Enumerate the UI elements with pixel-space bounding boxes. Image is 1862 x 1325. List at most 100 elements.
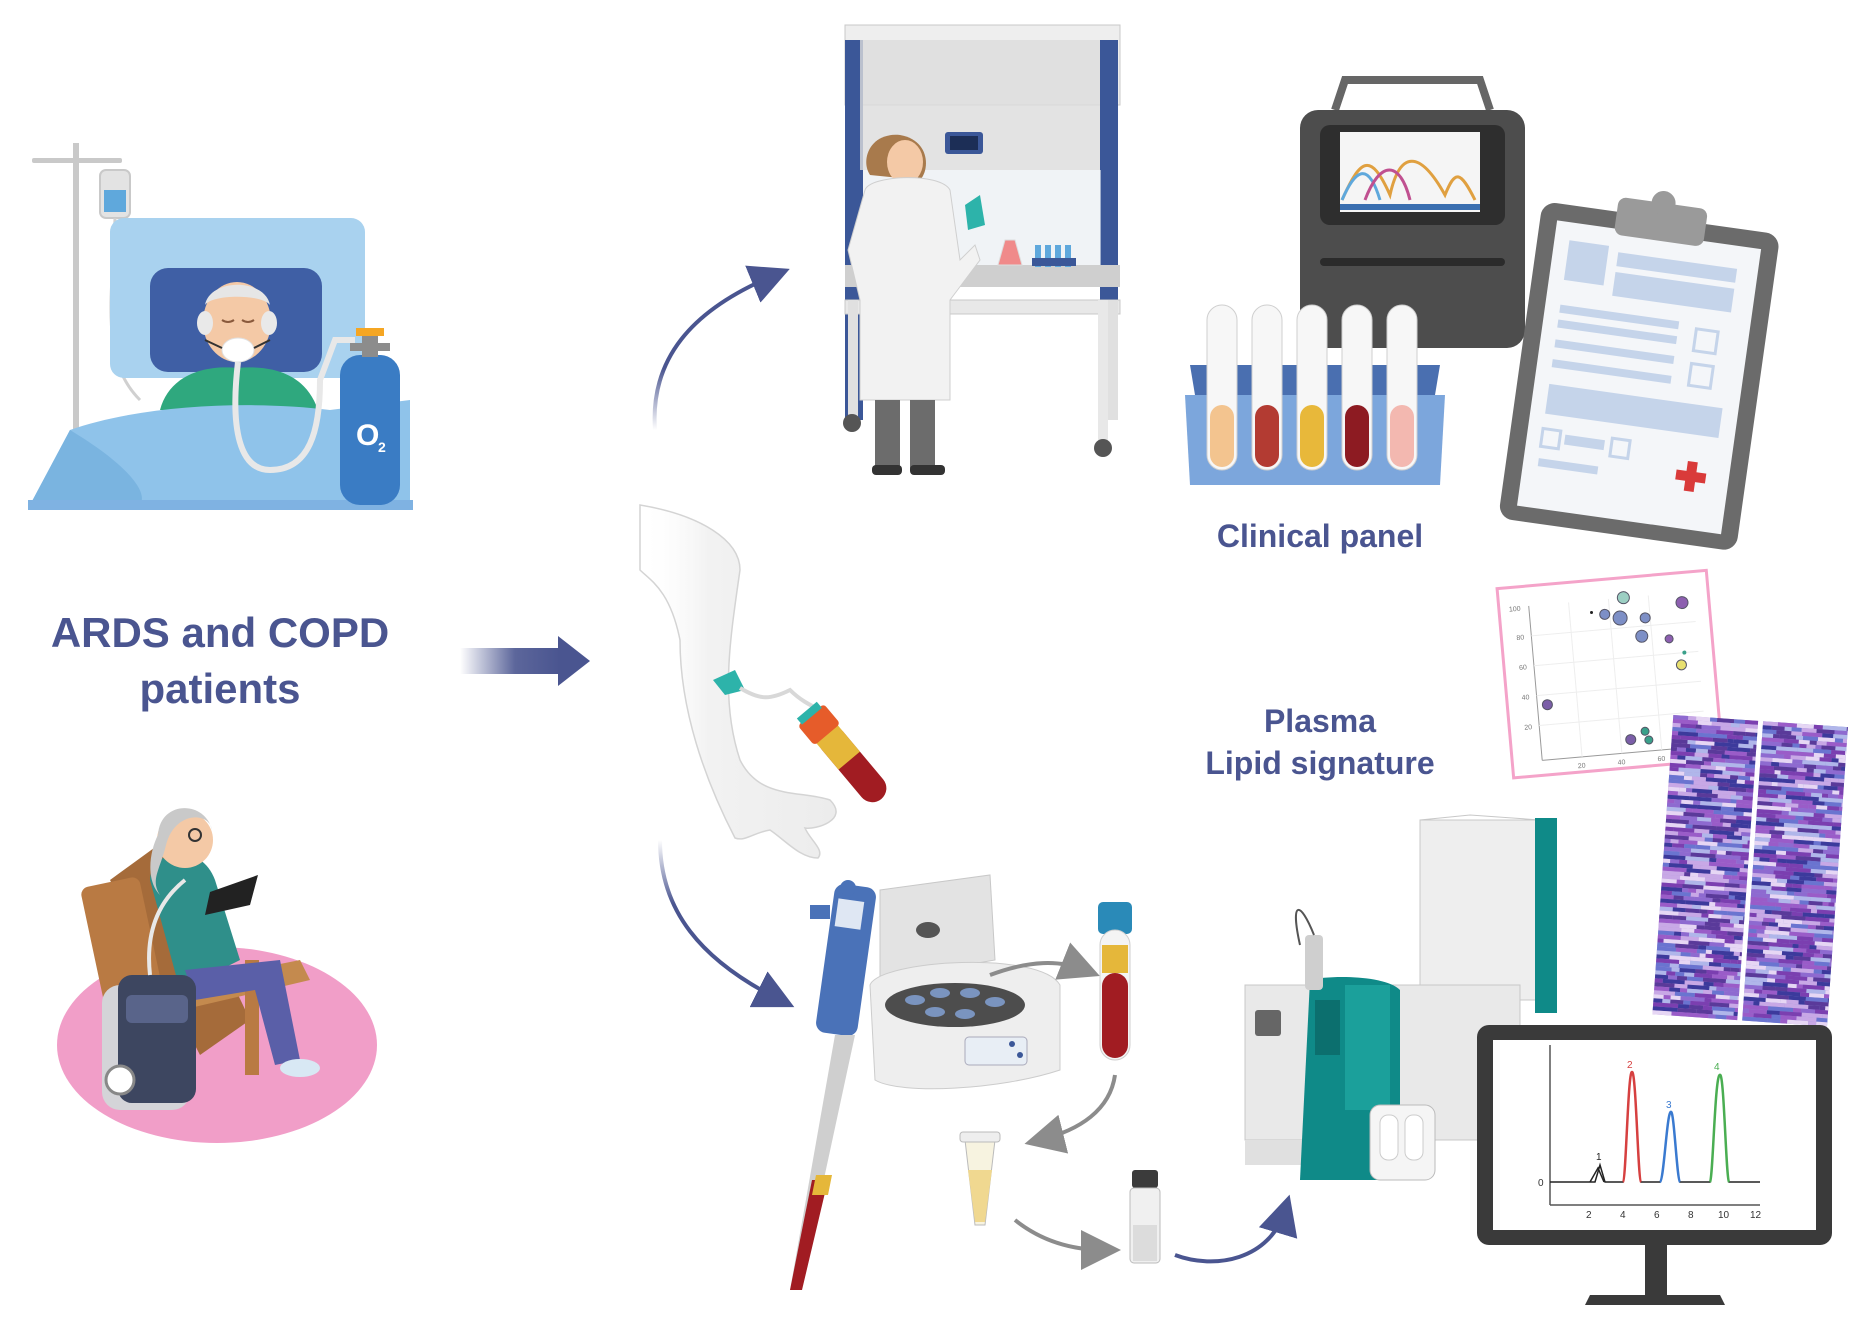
heatmap-cell: [1721, 914, 1733, 920]
heatmap-cell: [1679, 875, 1706, 882]
heatmap-cell: [1769, 858, 1778, 863]
heatmap-cell: [1661, 882, 1683, 888]
heatmap-cell: [1659, 914, 1673, 920]
heatmap-cell: [1775, 850, 1787, 856]
heatmap-cell: [1786, 859, 1808, 865]
heatmap-cell: [1759, 765, 1775, 771]
heatmap-cell: [1678, 959, 1691, 965]
heatmap-cell: [1793, 871, 1815, 878]
heatmap-cell: [1816, 805, 1828, 810]
heatmap-cell: [1774, 770, 1781, 775]
heatmap-cell: [1698, 873, 1724, 879]
heatmap-cell: [1785, 975, 1808, 981]
heatmap-cell: [1704, 877, 1730, 884]
heatmap-cell: [1724, 943, 1743, 949]
heatmap-cell: [1700, 905, 1722, 911]
heatmap-cell: [1822, 817, 1833, 823]
scatter-ytick: 80: [1516, 634, 1524, 642]
heatmap-cell: [1737, 996, 1739, 1001]
heatmap-cell: [1736, 803, 1753, 809]
heatmap-cell: [1678, 911, 1702, 918]
heatmap-cell: [1790, 927, 1808, 933]
heatmap-cell: [1771, 886, 1787, 892]
heatmap-cell: [1702, 989, 1713, 995]
heatmap-cell: [1660, 898, 1686, 905]
scatter-ytick: 20: [1524, 724, 1532, 732]
heatmap-cell: [1762, 985, 1776, 991]
heatmap-cell: [1801, 964, 1828, 971]
heatmap-cell: [1723, 967, 1731, 972]
heatmap-cell: [1669, 762, 1686, 768]
heatmap-cell: [1690, 952, 1700, 958]
heatmap-cell: [1748, 1008, 1767, 1015]
heatmap-cell: [1741, 831, 1751, 837]
heatmap-cell: [1766, 889, 1788, 896]
heatmap-cell: [1778, 842, 1794, 848]
heatmap-cell: [1705, 953, 1724, 960]
heatmap-cell: [1708, 962, 1722, 967]
heatmap-cell: [1730, 775, 1739, 780]
heatmap-cell: [1781, 778, 1796, 784]
heatmap-cell: [1687, 1012, 1709, 1019]
heatmap-cell: [1734, 831, 1742, 836]
x-tick: 12: [1750, 1210, 1762, 1221]
heatmap-cell: [1806, 948, 1821, 954]
heatmap-cell: [1755, 828, 1770, 834]
heatmap-cell: [1655, 966, 1672, 972]
heatmap-cell: [1694, 828, 1710, 834]
heatmap-cell: [1816, 945, 1833, 951]
heatmap-cell: [1775, 902, 1793, 908]
heatmap-cell: [1686, 868, 1711, 874]
heatmap-cell: [1726, 847, 1750, 853]
heatmap-cell: [1696, 1009, 1713, 1015]
heatmap-cell: [1663, 850, 1680, 856]
heatmap-cell: [1680, 996, 1705, 1002]
heatmap-cell: [1802, 836, 1814, 841]
heatmap-cell: [1758, 781, 1772, 786]
heatmap-cell: [1676, 975, 1688, 981]
heatmap-cell: [1724, 882, 1740, 888]
heatmap-cell: [1825, 761, 1839, 767]
heatmap-cell: [1763, 917, 1776, 923]
heatmap-cell: [1825, 1006, 1829, 1011]
heatmap-cell: [1819, 757, 1832, 763]
heatmap-cell: [1821, 937, 1834, 943]
patients-label-line1: ARDS and COPD: [50, 609, 390, 656]
heatmap-cell: [1719, 922, 1734, 928]
heatmap-icon: [1652, 714, 1848, 1027]
heatmap-cell: [1720, 906, 1742, 913]
heatmap-cell: [1835, 754, 1846, 760]
heatmap-cell: [1769, 894, 1795, 900]
heatmap-cell: [1810, 852, 1827, 858]
heatmap-cell: [1761, 921, 1770, 927]
heatmap-cell: [1783, 822, 1796, 828]
peak-label: 2: [1627, 1060, 1633, 1071]
heatmap-cell: [1724, 886, 1747, 893]
heatmap-cell: [1735, 819, 1752, 825]
heatmap-cell: [1711, 930, 1728, 936]
heatmap-cell: [1798, 944, 1810, 950]
heatmap-cell: [1816, 741, 1827, 746]
heatmap-cell: [1744, 984, 1763, 990]
heatmap-cell: [1661, 874, 1681, 880]
heatmap-cell: [1758, 993, 1768, 999]
heatmap-cell: [1764, 929, 1790, 936]
heatmap-cell: [1807, 924, 1817, 930]
heatmap-cell: [1798, 980, 1818, 986]
heatmap-cell: [1769, 837, 1794, 844]
heatmap-cell: [1720, 726, 1746, 733]
heatmap-cell: [1709, 829, 1735, 836]
heatmap-cell: [1841, 802, 1843, 807]
heatmap-cell: [1762, 949, 1783, 956]
heatmap-cell: [1713, 958, 1731, 964]
heatmap-cell: [1749, 760, 1756, 765]
heatmap-cell: [1825, 869, 1838, 875]
x-tick: 4: [1620, 1210, 1626, 1221]
heatmap-cell: [1696, 949, 1707, 954]
heatmap-cell: [1806, 988, 1826, 995]
heatmap-cell: [1825, 833, 1841, 839]
heatmap-cell: [1678, 963, 1703, 970]
heatmap-cell: [1784, 1003, 1809, 1010]
heatmap-cell: [1814, 873, 1823, 878]
heatmap-cell: [1668, 782, 1685, 788]
